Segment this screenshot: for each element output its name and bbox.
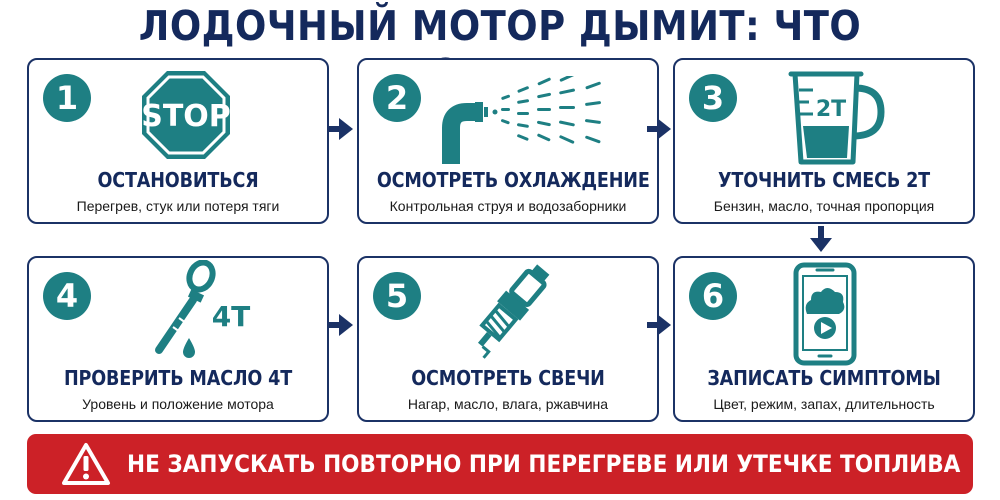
step-card-3: 3 2Т УТОЧНИТЬ СМЕСЬ 2Т Бензин, масло, то…: [673, 58, 975, 224]
step-subtitle: Нагар, масло, влага, ржавчина: [407, 396, 609, 412]
phone-video-icon: [793, 262, 857, 366]
step-number: 2: [373, 74, 421, 122]
step-card-5: 5 ОСМОТРЕТЬ СВЕЧИ Нагар, масло, влага, р…: [357, 256, 659, 422]
arrow-right-icon: [647, 314, 671, 336]
step-subtitle: Цвет, режим, запах, длительность: [713, 396, 935, 412]
step-number: 5: [373, 272, 421, 320]
step-title: ЗАПИСАТЬ СИМПТОМЫ: [707, 366, 941, 390]
arrow-right-icon: [329, 314, 353, 336]
step-subtitle: Уровень и положение мотора: [82, 396, 274, 412]
arrow-down-icon: [810, 226, 832, 252]
step-subtitle: Перегрев, стук или потеря тяги: [76, 198, 280, 214]
step-card-1: 1 STOP ОСТАНОВИТЬСЯ Перегрев, стук или п…: [27, 58, 329, 224]
measuring-jug-icon: 2Т: [788, 71, 885, 165]
step-title: ОСМОТРЕТЬ ОХЛАЖДЕНИЕ: [376, 168, 650, 192]
step-subtitle: Бензин, масло, точная пропорция: [713, 198, 935, 214]
step-card-4: 4 4Т ПРОВЕРИТЬ МАСЛО 4Т Уровень и положе…: [27, 256, 329, 422]
spark-plug-icon: [477, 264, 550, 359]
warning-triangle-icon: [62, 443, 110, 485]
warning-text: НЕ ЗАПУСКАТЬ ПОВТОРНО ПРИ ПЕРЕГРЕВЕ ИЛИ …: [127, 450, 961, 478]
stop-sign-icon: STOP: [141, 71, 231, 159]
dipstick-icon: 4Т: [155, 260, 251, 358]
arrow-right-icon: [647, 118, 671, 140]
step-number: 1: [43, 74, 91, 122]
arrow-right-icon: [329, 118, 353, 140]
warning-banner: НЕ ЗАПУСКАТЬ ПОВТОРНО ПРИ ПЕРЕГРЕВЕ ИЛИ …: [27, 434, 973, 494]
step-card-6: 6 ЗАПИСАТЬ СИМПТОМЫ Цвет, режим, запах, …: [673, 256, 975, 422]
stop-sign-text: STOP: [141, 99, 231, 134]
step-number: 6: [689, 272, 737, 320]
step-title: ОСТАНОВИТЬСЯ: [97, 168, 259, 192]
step-title: УТОЧНИТЬ СМЕСЬ 2Т: [718, 168, 930, 192]
step-number: 4: [43, 272, 91, 320]
step-title: ПРОВЕРИТЬ МАСЛО 4Т: [63, 366, 293, 390]
step-card-2: 2 ОСМО: [357, 58, 659, 224]
jug-label: 2Т: [816, 97, 846, 122]
step-subtitle: Контрольная струя и водозаборники: [389, 198, 627, 214]
page-title: ЛОДОЧНЫЙ МОТОР ДЫМИТ: ЧТО ПРОВЕРИТЬ: [138, 2, 862, 98]
oil-type-label: 4Т: [212, 300, 251, 333]
step-number: 3: [689, 74, 737, 122]
water-spray-pipe-icon: [442, 76, 602, 164]
step-title: ОСМОТРЕТЬ СВЕЧИ: [411, 366, 605, 390]
